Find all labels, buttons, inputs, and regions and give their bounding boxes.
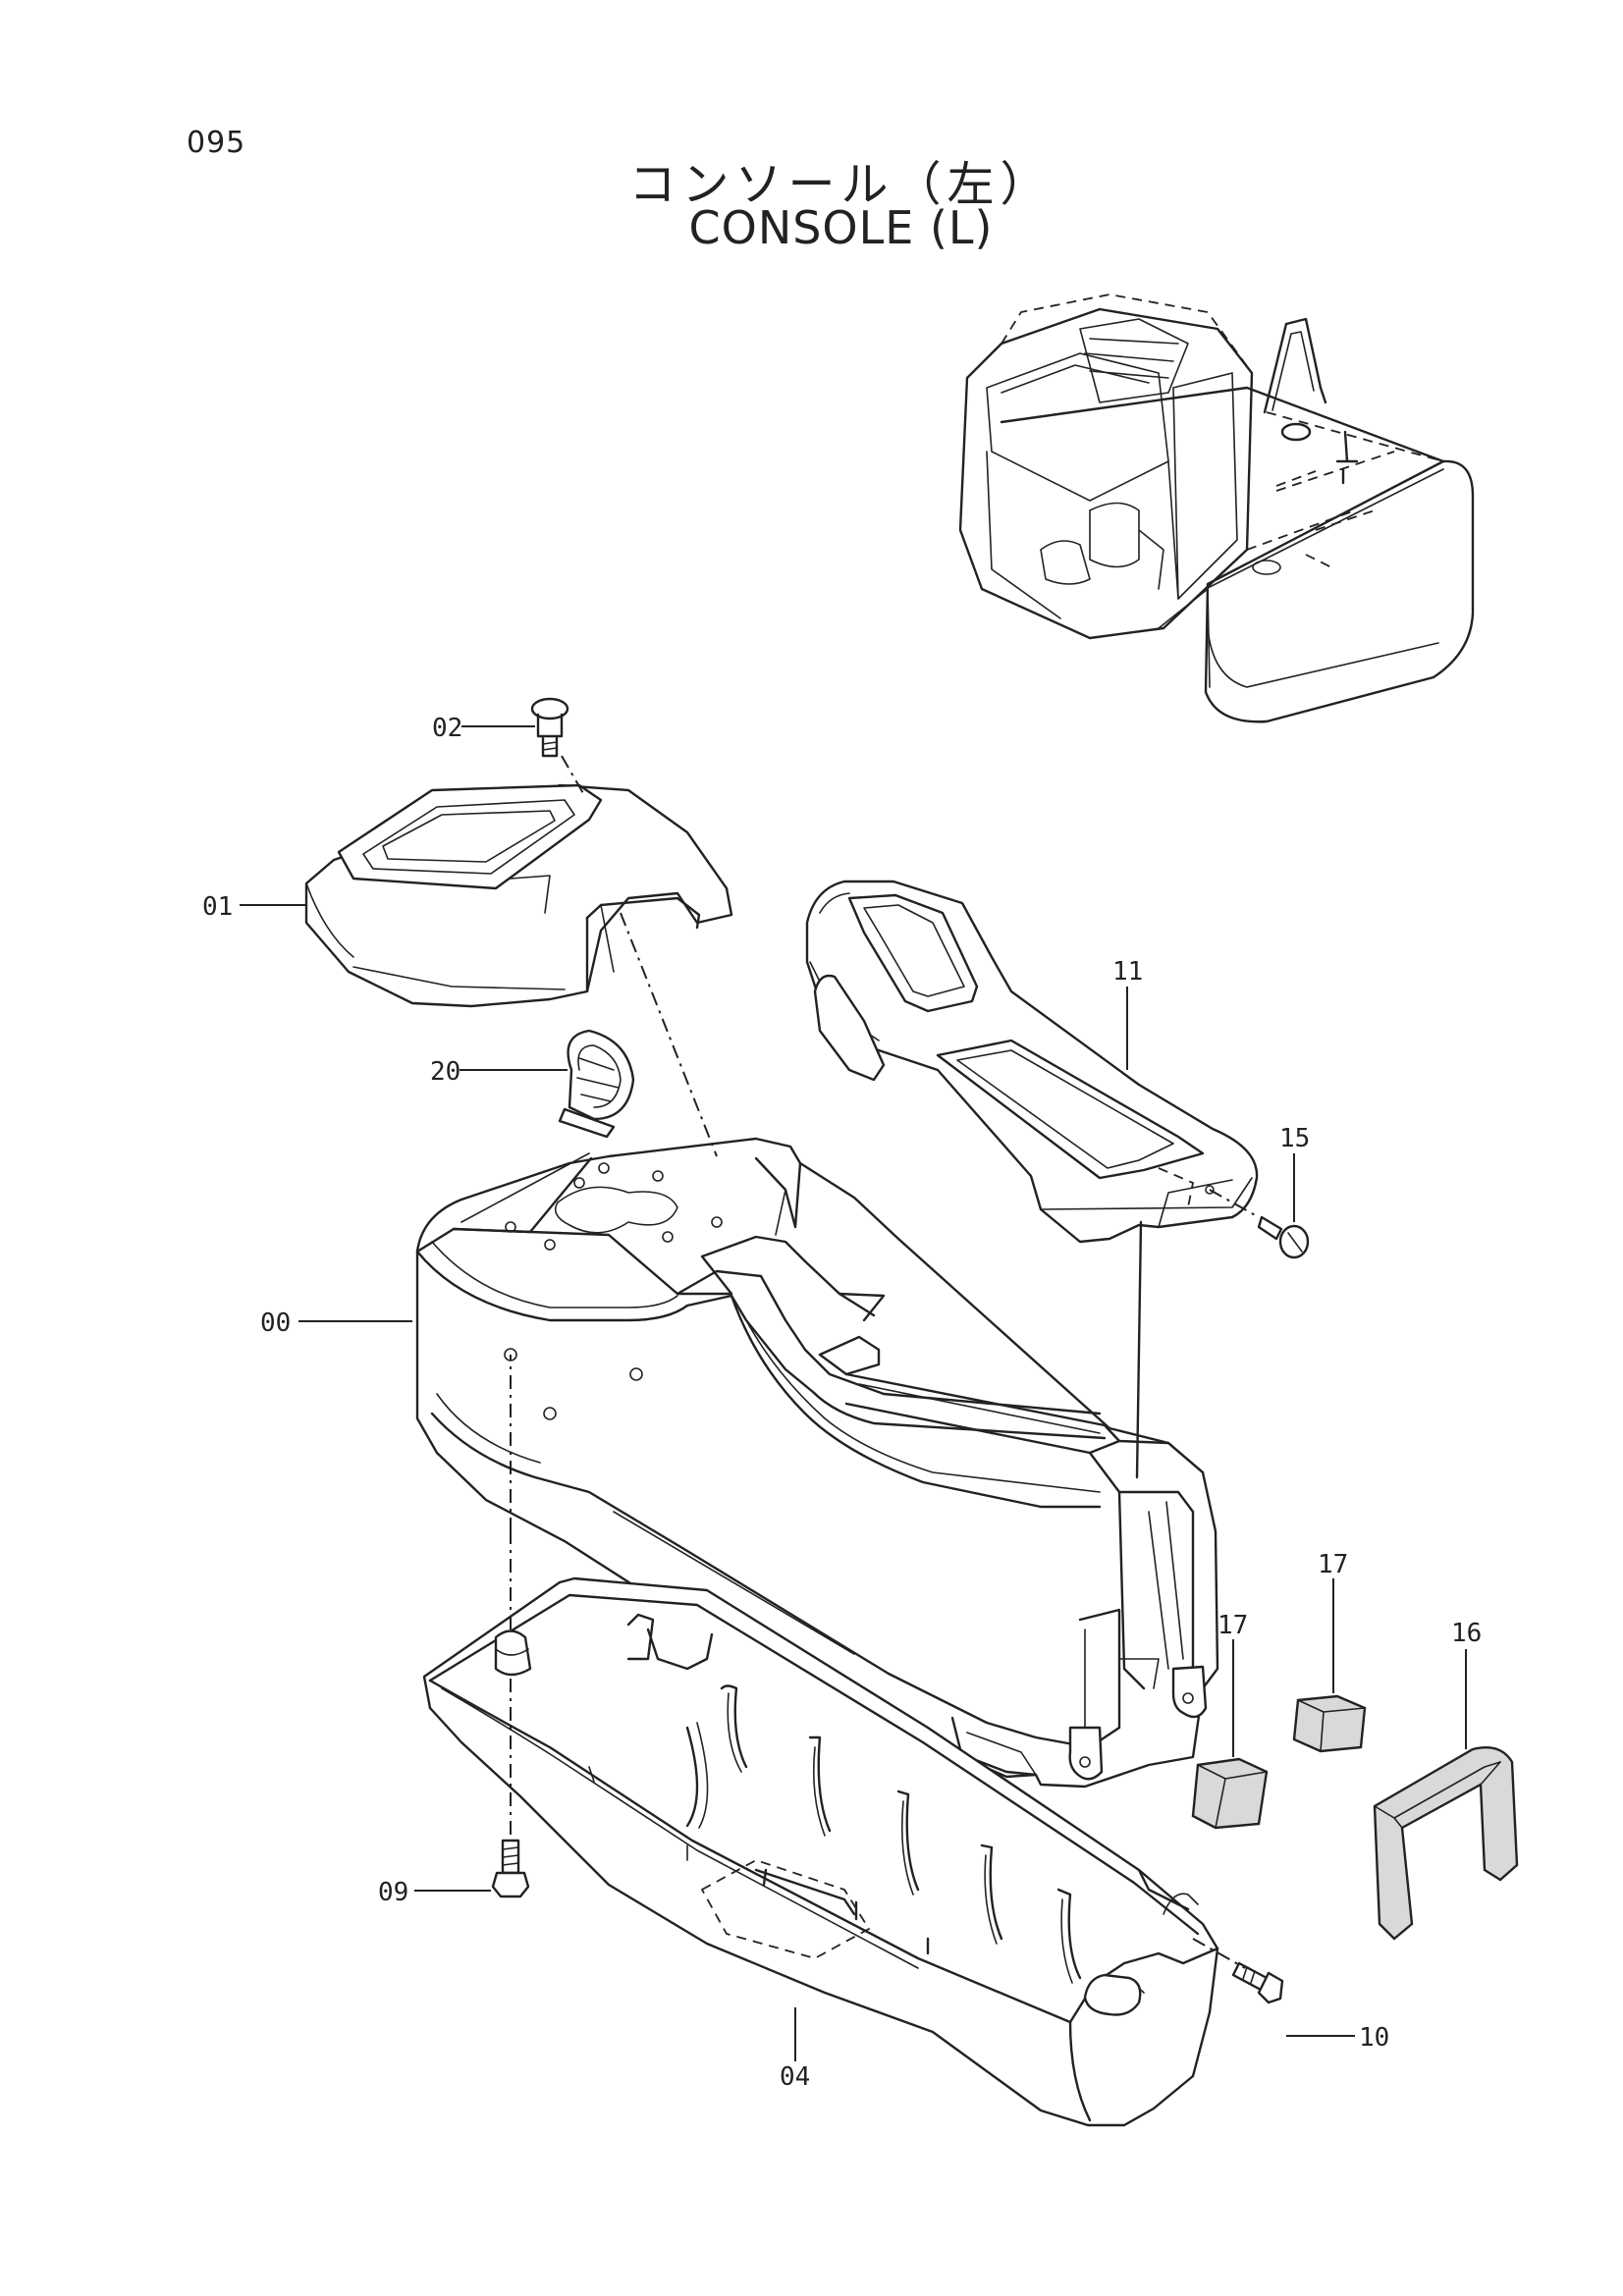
- part-15-screw: [1209, 1189, 1310, 1259]
- title-english: CONSOLE (L): [688, 201, 994, 254]
- part-10-screw: [1192, 1938, 1284, 2004]
- callout-11: 11: [1112, 957, 1143, 987]
- part-17-foam-pad-a: [1191, 1757, 1269, 1830]
- assembly-guide-lines: [620, 912, 1143, 1479]
- callout-00: 00: [260, 1308, 291, 1338]
- callout-02: 02: [432, 714, 462, 743]
- part-16-u-foam: [1373, 1745, 1519, 1941]
- title-japanese: コンソール（左）: [628, 157, 1054, 212]
- part-11-armrest-tray: [805, 880, 1259, 1244]
- callout-04: 04: [780, 2062, 810, 2092]
- part-17-foam-pad-b: [1292, 1694, 1367, 1753]
- excavator-overview-illustration: [958, 294, 1475, 723]
- callout-01: 01: [202, 892, 233, 922]
- callout-15: 15: [1279, 1124, 1310, 1153]
- callout-10: 10: [1359, 2023, 1389, 2053]
- callout-09: 09: [378, 1878, 408, 1907]
- page-number: 095: [187, 126, 246, 160]
- callout-16: 16: [1451, 1619, 1482, 1648]
- part-01-console-cover: [304, 783, 733, 1008]
- callout-17-a: 17: [1217, 1611, 1248, 1640]
- callout-17-b: 17: [1318, 1550, 1348, 1579]
- part-20-band-clamp: [558, 1029, 635, 1139]
- part-09-screw: [491, 1355, 530, 1898]
- part-04-lower-cover: [422, 1576, 1219, 2127]
- callout-20: 20: [430, 1057, 460, 1087]
- part-02-screw: [530, 697, 585, 796]
- callout-leaders: [240, 725, 1467, 2061]
- callout-labels: 02 01 20 11 15 00 17 17 16 09 04 10: [202, 714, 1482, 2092]
